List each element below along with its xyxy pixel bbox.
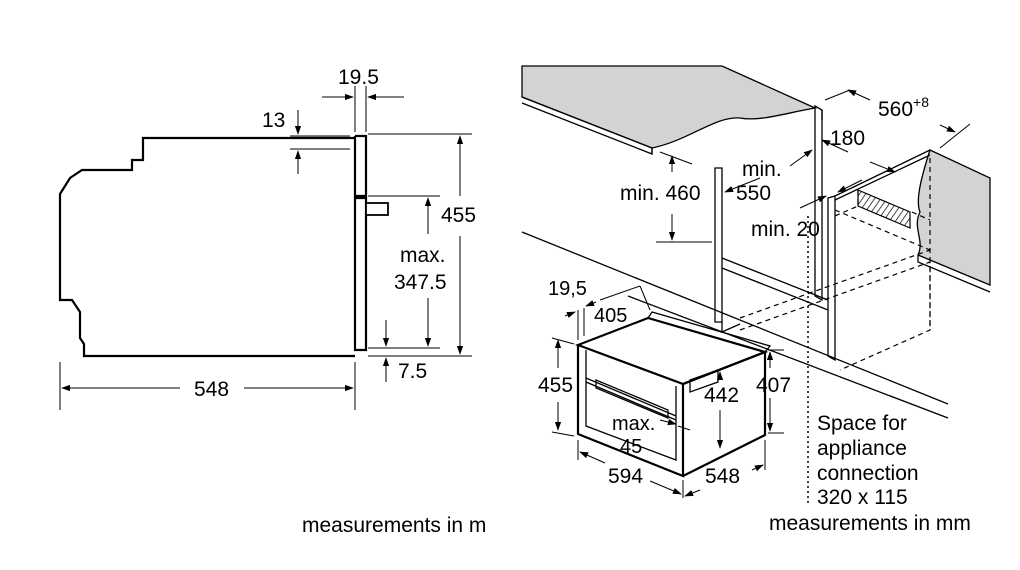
space-line-4: 320 x 115	[817, 486, 908, 509]
install-dim-455: 455	[538, 374, 573, 397]
install-dim-550: 550	[736, 182, 771, 205]
install-caption: measurements in mm	[769, 512, 971, 535]
install-dim-19-5: 19,5	[548, 278, 587, 300]
install-dim-442: 442	[704, 384, 739, 407]
side-dim-347-5: 347.5	[394, 271, 447, 294]
appliance-side-outline	[58, 136, 355, 358]
side-dim-548: 548	[194, 378, 229, 401]
side-wall-block	[916, 149, 991, 286]
install-dim-548: 548	[705, 465, 740, 488]
space-line-2: appliance	[817, 437, 907, 460]
space-line-1: Space for	[817, 412, 907, 435]
connection-opening	[857, 189, 911, 229]
install-dim-max45-label: max.	[612, 413, 655, 435]
install-dim-560: 560+8	[878, 94, 929, 121]
install-dim-560-sup: +8	[913, 94, 929, 110]
side-dim-7-5: 7.5	[398, 360, 427, 383]
side-dim-13: 13	[262, 109, 285, 132]
side-dim-max-label: max.	[400, 244, 446, 267]
side-dim-19-5: 19.5	[338, 66, 379, 89]
install-dim-407: 407	[756, 374, 791, 397]
countertop	[521, 65, 818, 149]
install-dim-594: 594	[608, 465, 643, 488]
side-dim-455: 455	[441, 204, 476, 227]
handle-knob	[365, 202, 389, 216]
install-view: 560+8 180 min. 460 min. 550 min. 20 19,5…	[521, 65, 991, 535]
install-dim-min-460: min. 460	[620, 182, 701, 205]
install-dim-min-20: min. 20	[751, 218, 820, 241]
built-in-appliance	[574, 311, 772, 478]
space-line-3: connection	[817, 462, 919, 485]
install-dim-405: 405	[594, 305, 627, 327]
side-caption: measurements in m	[302, 514, 486, 537]
side-view: 19.5 13 455 max. 347.5 7.5 548 measureme…	[58, 66, 486, 537]
install-dim-min-label: min.	[742, 158, 782, 181]
front-panel	[353, 134, 368, 352]
install-dim-45: 45	[620, 436, 642, 458]
install-dim-180: 180	[830, 127, 865, 150]
